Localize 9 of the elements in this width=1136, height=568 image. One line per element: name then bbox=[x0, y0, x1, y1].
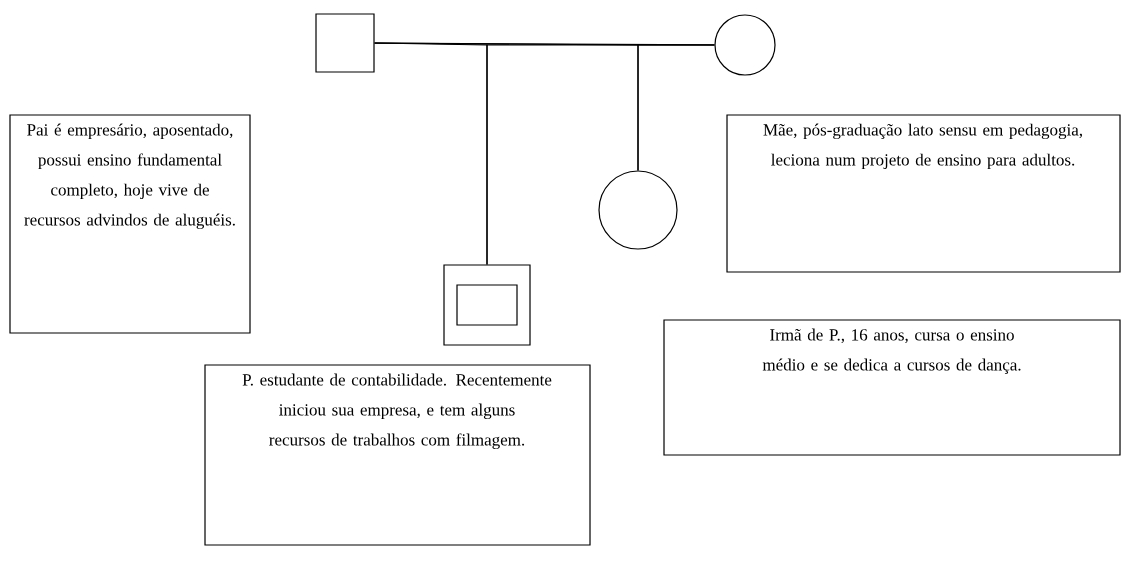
text-box: Mãe, pós-graduação lato sensu em pedagogia, leciona num projeto de ensino para adultos. bbox=[726, 114, 1121, 273]
male-symbol bbox=[315, 13, 375, 73]
female-symbol bbox=[714, 14, 776, 76]
descent-line bbox=[637, 44, 715, 171]
text-box: Irmã de P., 16 anos, cursa o ensino médio e se dedica a cursos de dança. bbox=[663, 319, 1121, 456]
text-box: Pai é empresário, aposentado, possui ensino fundamental completo, hoje vive de recursos advindos de aluguéis. bbox=[9, 114, 251, 334]
text-box: P. estudante de contabilidade. Recentemente iniciou sua empresa, e tem alguns recursos de trabalhos com filmagem. bbox=[204, 364, 591, 546]
index-person-symbol bbox=[443, 264, 531, 346]
female-symbol bbox=[598, 170, 678, 250]
